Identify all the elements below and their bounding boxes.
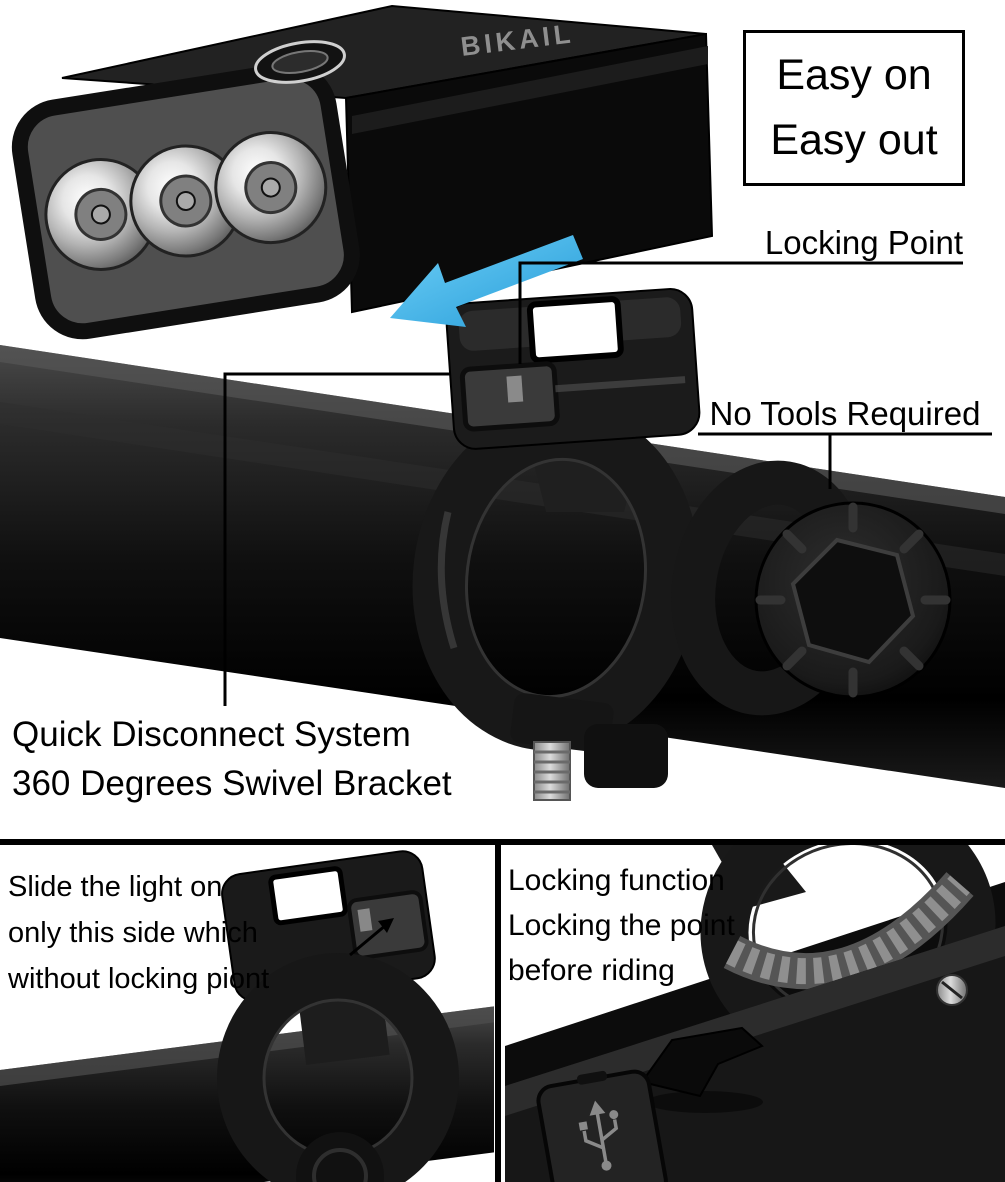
locking-point-callout: Locking Point xyxy=(764,224,963,261)
locking-note-line2: Locking the point xyxy=(508,909,735,942)
panel-divider-horizontal xyxy=(0,839,1005,845)
knob-hex-face xyxy=(790,537,916,665)
mount-shoe xyxy=(445,288,701,450)
locking-lever xyxy=(640,1026,764,1098)
quick-disconnect-line1: Quick Disconnect System xyxy=(12,715,411,754)
locking-note-line3: before riding xyxy=(508,954,675,987)
panel-borders xyxy=(0,839,1005,1182)
adjustment-knob-assembly xyxy=(671,460,952,716)
slide-note-pointer-line xyxy=(349,923,387,957)
callout-lines xyxy=(223,261,992,706)
slide-note-arrowhead xyxy=(378,918,394,933)
slide-note-text: Slide the light on only this side which … xyxy=(8,864,269,1002)
locking-function-text: Locking function Locking the point befor… xyxy=(508,858,735,993)
locking-note-line1: Locking function xyxy=(508,864,725,897)
slide-direction-arrow xyxy=(390,235,583,327)
quick-disconnect-callout: Quick Disconnect System 360 Degrees Swiv… xyxy=(12,710,452,808)
slide-note-line3: without locking piont xyxy=(8,963,270,995)
power-button xyxy=(254,40,346,84)
panel-divider-vertical xyxy=(495,839,501,1182)
usb-icon xyxy=(578,1100,619,1171)
easy-on-text: Easy on xyxy=(776,51,932,99)
slide-note-line2: only this side which xyxy=(8,917,258,949)
light-front-face xyxy=(11,62,360,340)
bike-light: BIKAIL xyxy=(11,4,714,340)
quick-disconnect-line2: 360 Degrees Swivel Bracket xyxy=(12,764,452,803)
panel-knob xyxy=(296,1132,384,1182)
easy-on-out-callout: Easy on Easy out xyxy=(743,30,965,186)
tightening-screw xyxy=(533,724,668,801)
no-tools-required-callout: No Tools Required xyxy=(709,395,981,432)
bottom-left-panel-graphic xyxy=(0,850,494,1182)
usb-flap xyxy=(536,1069,668,1182)
easy-out-text: Easy out xyxy=(770,116,938,164)
locking-point-pointer-line xyxy=(518,261,963,364)
mount-bracket xyxy=(412,288,701,801)
locking-point-pin xyxy=(506,375,524,403)
slide-note-line1: Slide the light on xyxy=(8,871,223,903)
knob-ridges xyxy=(755,502,951,698)
shoe-hole xyxy=(526,296,624,364)
quick-disconnect-pointer-line xyxy=(223,372,450,706)
led-array xyxy=(44,131,328,271)
bottom-right-panel-graphic xyxy=(505,845,1005,1182)
